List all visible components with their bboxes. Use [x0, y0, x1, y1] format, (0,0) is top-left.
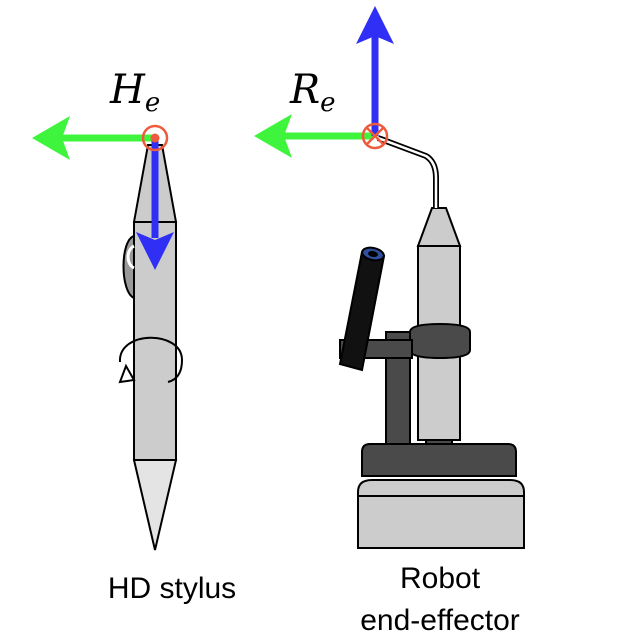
- stylus-z-axis-arrowhead-icon: [136, 232, 174, 270]
- robot-collar: [409, 322, 471, 360]
- robot-frame-label: Re: [289, 67, 336, 118]
- robot-caption-line2: end-effector: [360, 604, 520, 637]
- robot-z-axis-arrowhead-icon: [356, 6, 394, 44]
- rotation-arrow-icon: [118, 336, 184, 384]
- stylus-side-button-highlight: [126, 244, 135, 270]
- robot-caption-line1: Robot: [400, 562, 481, 595]
- robot-end-effector: [338, 207, 525, 549]
- stylus-side-button: [122, 234, 135, 300]
- stylus-bottom-cone: [132, 459, 178, 551]
- stylus-x-axis-arrowhead-icon: [32, 116, 70, 160]
- stylus-frame: [32, 116, 174, 270]
- robot-frame: [254, 6, 394, 158]
- cross-in-circle-icon: [361, 122, 389, 150]
- robot-arm-cone: [416, 207, 462, 247]
- hd-stylus: [122, 144, 178, 551]
- robot-x-axis-arrowhead-icon: [254, 114, 292, 158]
- robot-needle: [376, 135, 439, 208]
- stylus-frame-label: He: [109, 67, 160, 118]
- stylus-caption: HD stylus: [108, 572, 236, 605]
- dot-in-circle-icon: [141, 124, 169, 152]
- robot-base-bottom: [357, 479, 525, 549]
- robot-base-plate: [361, 443, 517, 477]
